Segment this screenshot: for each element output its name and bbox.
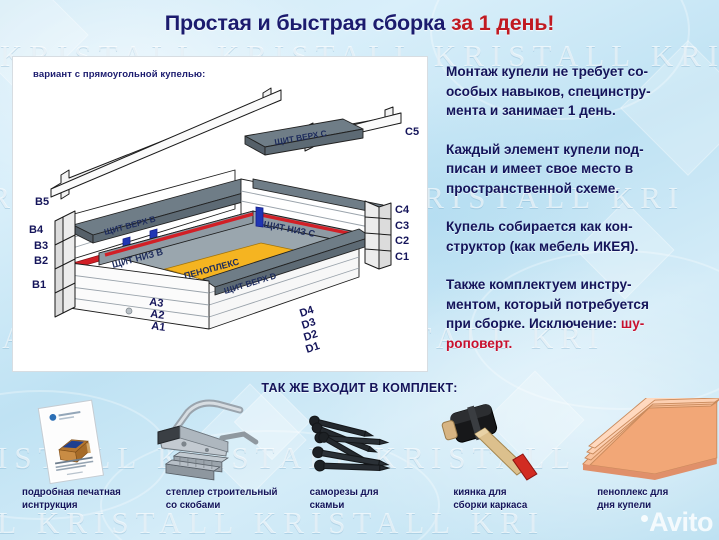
p1-line1: Монтаж купели не требует со- bbox=[446, 64, 649, 79]
kit-label-foamboard-l2: дня купели bbox=[597, 500, 652, 511]
beam-code-d3: D3 bbox=[300, 316, 317, 332]
paragraph-3: Купель собирается как кон- структор (как… bbox=[446, 217, 712, 256]
p4-accent-b: роповерт. bbox=[446, 335, 513, 351]
p3-line2: структор (как мебель ИКЕЯ). bbox=[446, 238, 639, 254]
p2-line3: пространственной схеме. bbox=[446, 180, 620, 196]
assembly-diagram-panel: вариант с прямоугольной купелью: B5 C5 bbox=[12, 56, 428, 372]
beam-code-c4: C4 bbox=[395, 204, 410, 216]
booklet-icon bbox=[37, 399, 105, 484]
beam-code-d4: D4 bbox=[298, 304, 316, 320]
beam-code-b4: B4 bbox=[29, 224, 44, 236]
beam-code-b3: B3 bbox=[34, 240, 48, 252]
paragraph-2: Каждый элемент купели под- писан и имеет… bbox=[446, 140, 712, 199]
p1-line3: мента и занимает 1 день. bbox=[446, 103, 616, 118]
kit-label-screws: саморезы для скамьи bbox=[310, 486, 435, 512]
mallet-icon bbox=[442, 404, 538, 481]
beam-code-c5: C5 bbox=[405, 126, 419, 138]
p3-line1: Купель собирается как кон- bbox=[446, 219, 633, 234]
beam-code-b2: B2 bbox=[34, 255, 48, 267]
p4-line3: при сборке. Исключение: bbox=[446, 316, 621, 331]
beam-code-c1: C1 bbox=[395, 251, 409, 263]
kit-label-foamboard: пеноплекс для дня купели bbox=[597, 486, 719, 512]
p4-line2: ментом, который потребуется bbox=[446, 296, 649, 312]
kit-item-mallet: киянка для сборки каркаса bbox=[431, 398, 575, 538]
kit-label-mallet: киянка для сборки каркаса bbox=[453, 486, 578, 512]
kit-items-row: подробная печатная иснтрукция bbox=[0, 398, 719, 538]
header-banner: Простая и быстрая сборка за 1 день! bbox=[0, 0, 719, 46]
kit-item-screws: саморезы для скамьи bbox=[288, 398, 432, 538]
beam-code-b1: B1 bbox=[32, 279, 46, 291]
paragraph-4: Также комплектуем инстру- ментом, которы… bbox=[446, 275, 712, 353]
kit-label-booklet-l2: иснтрукция bbox=[22, 500, 78, 511]
beam-code-a3: A3 bbox=[149, 296, 165, 310]
p2-line2: писан и имеет свое место в bbox=[446, 161, 634, 176]
beam-code-b5: B5 bbox=[35, 196, 49, 208]
beam-code-c3: C3 bbox=[395, 220, 409, 232]
kit-section-title: ТАК ЖЕ ВХОДИТ В КОМПЛЕКТ: bbox=[261, 381, 458, 395]
page-title-main: Простая и быстрая сборка bbox=[164, 10, 451, 35]
description-column: Монтаж купели не требует со- особых навы… bbox=[446, 62, 712, 353]
panel-shield-top-c bbox=[244, 118, 364, 156]
paragraph-1: Монтаж купели не требует со- особых навы… bbox=[446, 62, 712, 121]
screws-icon bbox=[308, 415, 391, 472]
kit-item-stapler: степлер строительный со скобами bbox=[144, 398, 288, 538]
beam-code-c2: C2 bbox=[395, 235, 409, 247]
kit-label-screws-l2: скамьи bbox=[309, 500, 345, 511]
beam-b5 bbox=[50, 87, 282, 200]
kit-label-booklet-l1: подробная печатная bbox=[22, 487, 121, 498]
beam-code-d2: D2 bbox=[302, 328, 319, 344]
page-title-accent: за 1 день! bbox=[451, 10, 555, 35]
beam-code-a2: A2 bbox=[150, 308, 166, 322]
kit-label-mallet-l1: киянка для bbox=[453, 487, 507, 498]
p4-accent-a: шу- bbox=[620, 316, 645, 331]
kit-item-foamboard: пеноплекс для дня купели bbox=[575, 398, 719, 538]
beam-stack-b bbox=[54, 210, 76, 318]
kit-item-booklet: подробная печатная иснтрукция bbox=[0, 398, 144, 538]
inner-rim-red bbox=[260, 213, 358, 237]
p4-line1: Также комплектуем инстру- bbox=[446, 277, 632, 292]
kit-label-mallet-l2: сборки каркаса bbox=[453, 500, 528, 511]
page-title: Простая и быстрая сборка за 1 день! bbox=[164, 10, 555, 36]
p2-line1: Каждый элемент купели под- bbox=[446, 141, 644, 157]
p1-line2: особых навыков, специнстру- bbox=[446, 83, 651, 99]
kit-label-stapler-l2: со скобами bbox=[165, 500, 221, 511]
beam-code-d1: D1 bbox=[304, 340, 321, 356]
kit-label-screws-l1: саморезы для bbox=[309, 487, 379, 498]
fastener-dot bbox=[125, 307, 133, 315]
beam-stack-c bbox=[364, 200, 392, 270]
kit-label-foamboard-l1: пеноплекс для bbox=[597, 487, 669, 498]
kit-label-booklet: подробная печатная иснтрукция bbox=[22, 486, 147, 512]
exploded-assembly-drawing: B5 C5 ЩИТ ВЕРХ С bbox=[29, 87, 419, 356]
foamboard-icon bbox=[582, 398, 719, 480]
kit-label-stapler-l1: степлер строительный bbox=[165, 487, 278, 498]
beam-code-a1: A1 bbox=[151, 320, 167, 334]
kit-label-stapler: степлер строительный со скобами bbox=[166, 486, 291, 512]
stapler-icon bbox=[157, 399, 259, 481]
connector-pin-blue bbox=[255, 206, 264, 228]
diagram-caption: вариант с прямоугольной купелью: bbox=[33, 69, 206, 80]
inner-rim-red bbox=[104, 212, 254, 257]
